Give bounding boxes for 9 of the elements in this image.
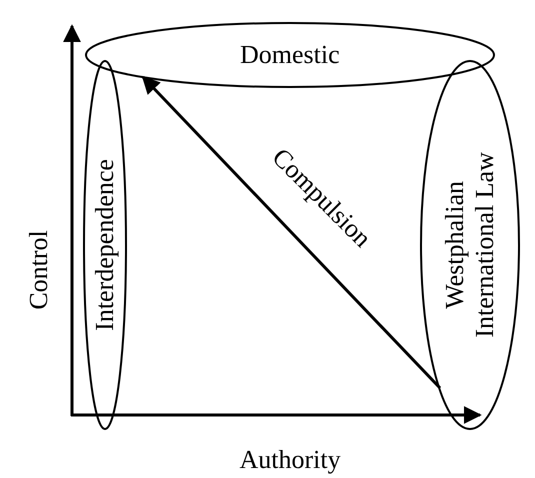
axis-title: Control — [23, 230, 54, 310]
region-label: Interdependence — [90, 158, 120, 333]
oval-region — [420, 60, 520, 430]
arrow — [142, 76, 442, 390]
region-label: Westphalian International Law — [440, 151, 500, 340]
oval-region — [85, 22, 495, 88]
oval-region — [83, 60, 127, 430]
axis-title: Authority — [240, 445, 341, 475]
region-label: Domestic — [240, 40, 340, 70]
